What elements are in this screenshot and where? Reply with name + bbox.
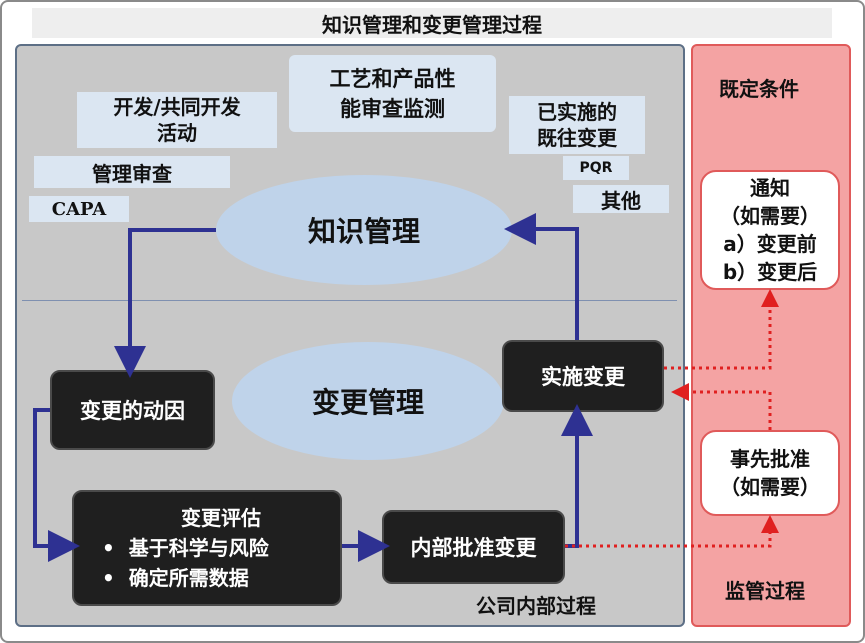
notice-line: b）变更后	[722, 260, 818, 284]
notice-line: a）变更前	[723, 232, 817, 256]
source-management-review: 管理审查	[34, 156, 230, 188]
notice-line: （如需要）	[720, 204, 820, 228]
assessment-title: 变更评估	[181, 506, 261, 530]
arrow-driver-to-assessment	[33, 408, 80, 562]
prior-approval-line: （如需要）	[720, 475, 820, 499]
internal-approval-box: 内部批准变更	[382, 510, 565, 584]
assessment-bullet: • 确定所需数据	[102, 566, 249, 590]
change-management-ellipse: 变更管理	[232, 342, 504, 460]
company-process-label: 公司内部过程	[476, 594, 596, 618]
notice-line: 通知	[750, 176, 790, 200]
arrow-approval-to-implement	[561, 404, 593, 548]
solid-flow-arrows	[33, 213, 593, 562]
diagram-title: 知识管理和变更管理过程	[32, 8, 832, 38]
established-conditions-label: 既定条件	[719, 77, 799, 101]
change-management-label: 变更管理	[311, 386, 424, 419]
knowledge-management-label: 知识管理	[307, 215, 420, 248]
regulatory-process-label: 监管过程	[725, 579, 805, 603]
dotted-regulatory-arrows	[565, 289, 779, 548]
prior-approval-line: 事先批准	[730, 447, 810, 471]
knowledge-management-ellipse: 知识管理	[216, 175, 512, 285]
source-other: 其他	[573, 185, 669, 213]
source-development: 开发/共同开发 活动	[77, 92, 277, 148]
source-prior-changes: 已实施的 既往变更	[509, 96, 645, 154]
change-assessment-box: 变更评估 • 基于科学与风险 • 确定所需数据	[72, 490, 342, 606]
region-divider	[22, 300, 677, 301]
change-driver-box: 变更的动因	[50, 370, 215, 450]
arrow-km-to-driver	[114, 228, 216, 378]
arrow-prior-approval-to-implement	[671, 383, 772, 430]
notification-box: 通知 （如需要） a）变更前 b）变更后	[700, 170, 840, 290]
arrow-implement-to-notification	[664, 289, 779, 370]
source-pqr: PQR	[563, 156, 629, 180]
source-capa: CAPA	[29, 196, 129, 222]
assessment-bullet: • 基于科学与风险	[102, 536, 269, 560]
arrow-implement-to-km	[504, 213, 579, 340]
prior-approval-box: 事先批准 （如需要）	[700, 430, 840, 516]
implement-change-box: 实施变更	[502, 340, 664, 412]
arrow-approval-to-prior-approval	[565, 515, 779, 548]
source-process-monitoring: 工艺和产品性 能审查监测	[289, 55, 496, 132]
